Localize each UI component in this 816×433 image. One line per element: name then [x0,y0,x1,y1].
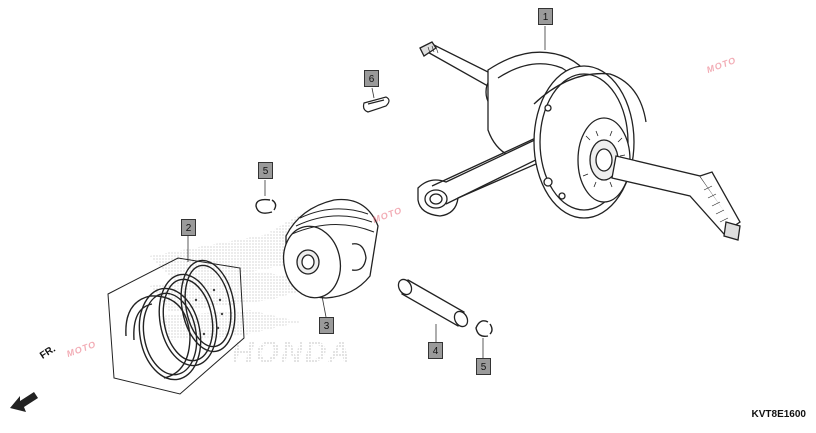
piston-pin-clip-lower [475,320,493,338]
honda-wordmark: HONDA [232,336,352,369]
front-direction-arrow [10,392,38,412]
piston-pin-clip-upper [255,198,277,214]
piston-ring-set [107,257,245,395]
callout-5-upper[interactable]: 5 [258,162,273,179]
woodruff-key [362,96,390,113]
callout-4[interactable]: 4 [428,342,443,359]
callout-6[interactable]: 6 [364,70,379,87]
callout-3[interactable]: 3 [319,317,334,334]
leader-lines [187,26,546,360]
piston-pin [397,278,469,328]
callout-2[interactable]: 2 [181,219,196,236]
diagram-code: KVT8E1600 [751,409,806,420]
callout-5-lower[interactable]: 5 [476,358,491,375]
callout-1[interactable]: 1 [538,8,553,25]
crankshaft-assembly [417,41,741,241]
piston [282,198,379,299]
